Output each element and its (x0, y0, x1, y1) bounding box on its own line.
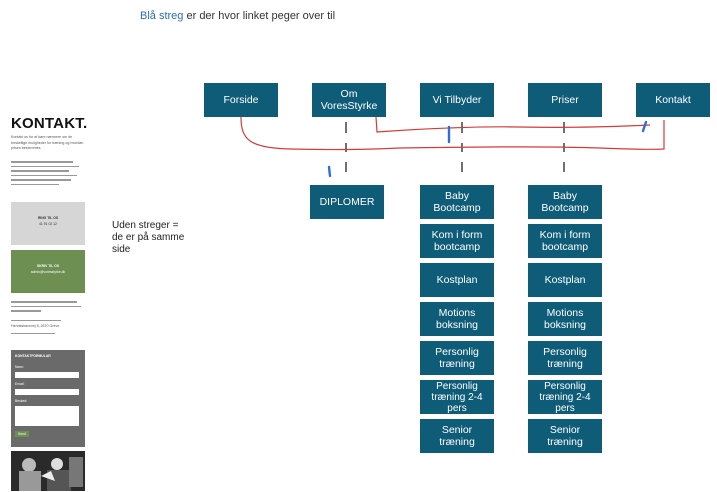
thumbnail-phone-panel: RING TIL OS 41 91 02 12 (11, 202, 85, 245)
form-title: KONTAKTFORMULAR (15, 354, 51, 358)
blue-mark-diplomer (327, 165, 332, 178)
nav-box-forside: Forside (204, 83, 278, 117)
thumbnail-contact-form: KONTAKTFORMULAR Navn: Email: Besked: Sen… (11, 350, 85, 447)
legend-note-rest: er der hvor linket peger over til (183, 10, 336, 22)
phone-panel-number: 41 91 02 12 (39, 222, 57, 226)
vi-child-senior-traening: Senior træning (420, 419, 494, 453)
nav-box-vi-tilbyder: Vi Tilbyder (420, 83, 494, 117)
priser-child-senior-traening: Senior træning (528, 419, 602, 453)
thumbnail-body-text (11, 158, 85, 196)
nav-box-om-voresstyrke: Om VoresStyrke (312, 83, 386, 117)
priser-child-motions-boksning: Motions boksning (528, 302, 602, 336)
thumbnail-address: Henrikshavnvej 8, 2670 Greve (11, 324, 60, 328)
email-panel-address: admin@voresstyrke.dk (30, 270, 66, 274)
vi-child-kom-i-form: Kom i form bootcamp (420, 224, 494, 258)
email-panel-title: SKRIV TIL OS (36, 264, 60, 268)
priser-child-personlig-traening-2-4: Personlig træning 2-4 pers (528, 380, 602, 414)
nav-box-kontakt: Kontakt (636, 83, 710, 117)
form-send-button[interactable]: Send (15, 431, 29, 437)
red-link-line-upper (375, 116, 651, 133)
vi-child-personlig-traening-2-4: Personlig træning 2-4 pers (420, 380, 494, 414)
same-page-note-line3: side (112, 244, 131, 255)
legend-note: Blå streg er der hvor linket peger over … (140, 10, 335, 22)
priser-child-kostplan: Kostplan (528, 263, 602, 297)
vi-child-personlig-traening: Personlig træning (420, 341, 494, 375)
form-name-field[interactable] (15, 372, 79, 378)
same-page-note: Uden streger = de er på samme side (112, 220, 184, 256)
blue-link-marks (327, 120, 648, 178)
vi-child-kostplan: Kostplan (420, 263, 494, 297)
vi-child-baby-bootcamp: Baby Bootcamp (420, 185, 494, 219)
priser-child-baby-bootcamp: Baby Bootcamp (528, 185, 602, 219)
same-page-note-line1: Uden streger = (112, 220, 179, 231)
thumbnail-intro: Kontakt os for at høre nærmere om de for… (11, 135, 84, 151)
vi-child-motions-boksning: Motions boksning (420, 302, 494, 336)
thumbnail-email-panel: SKRIV TIL OS admin@voresstyrke.dk (11, 250, 85, 293)
thumbnail-address-text: Henrikshavnvej 8, 2670 Greve (11, 298, 85, 344)
same-page-note-line2: de er på samme (112, 232, 185, 243)
thumbnail-title: KONTAKT. (11, 115, 88, 132)
form-label-message: Besked: (15, 399, 28, 403)
red-link-line-lower (240, 116, 665, 151)
form-message-field[interactable] (15, 406, 79, 426)
priser-child-kom-i-form: Kom i form bootcamp (528, 224, 602, 258)
form-label-name: Navn: (15, 365, 24, 369)
child-box-diplomer: DIPLOMER (310, 185, 384, 219)
thumbnail-photo (11, 451, 85, 491)
legend-note-blue: Blå streg (140, 10, 184, 22)
form-email-field[interactable] (15, 389, 79, 395)
blue-mark-kontakt (641, 120, 648, 133)
photo-image (11, 451, 85, 491)
form-label-email: Email: (15, 382, 25, 386)
priser-child-personlig-traening: Personlig træning (528, 341, 602, 375)
nav-box-priser: Priser (528, 83, 602, 117)
phone-panel-title: RING TIL OS (37, 216, 59, 220)
